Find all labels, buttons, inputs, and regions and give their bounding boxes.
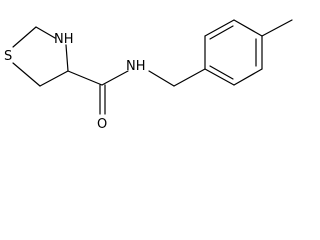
ring-bond-6 [204,68,235,86]
bond-c4-carbonyl [67,70,103,86]
ring-bond-2 [204,19,235,37]
ring-bond-5 [233,68,263,86]
ring-inner-bond-3 [209,65,234,80]
thiazolidine-ring [12,26,69,87]
bond-methyl [261,19,293,37]
carboxamide-group [67,70,129,115]
benzene-ring [204,19,263,86]
bond-c2-n3 [35,26,56,39]
bond-ch2-ring [173,68,206,87]
amide-nh-label: NH [126,59,146,74]
bond-amide-n-ch2 [148,70,175,87]
oxygen-atom-label: O [97,117,107,132]
ring-nh-label: NH [54,32,74,47]
bond-c5-s [12,62,41,87]
ring-bond-3 [233,19,263,37]
bond-n3-c4 [65,44,69,72]
bond-carbonyl-amide-n [101,70,129,86]
sulfur-atom-label: S [4,49,12,64]
bond-s-c2 [12,26,37,48]
chemical-structure-diagram: S NH NH O [4,19,293,132]
bond-c4-c5 [39,70,69,87]
ring-inner-bond-1 [209,25,234,40]
